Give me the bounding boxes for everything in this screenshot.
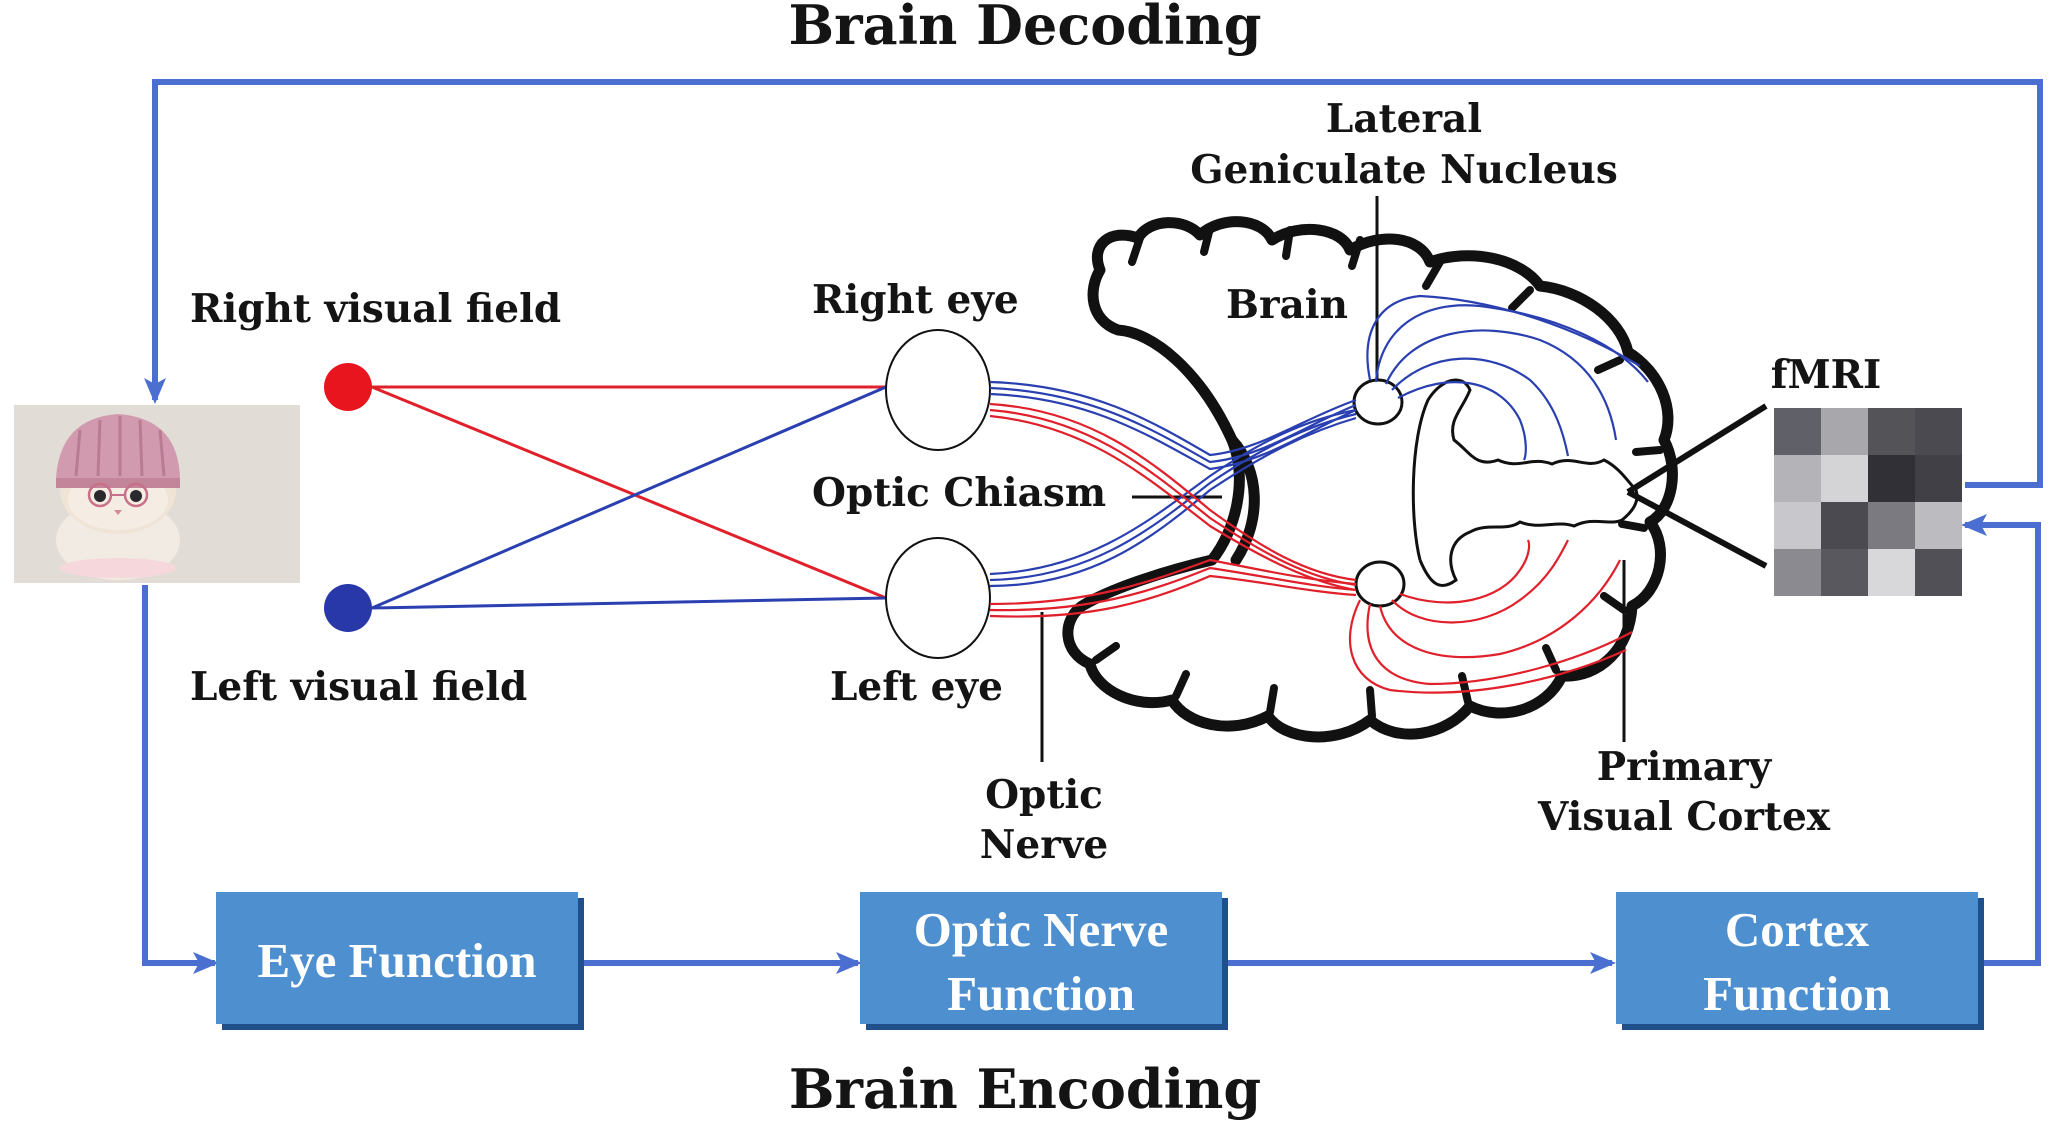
fmri-voxel	[1821, 502, 1868, 549]
lgn-label-line2: Geniculate Nucleus	[1190, 147, 1618, 193]
optic-nerve-function-label-line2: Function	[947, 966, 1135, 1021]
fmri-voxel	[1868, 549, 1915, 596]
brain-label: Brain	[1226, 282, 1348, 328]
optic-nerve-function-label-line1: Optic Nerve	[914, 902, 1168, 957]
fmri-pointer-lines	[1626, 403, 1768, 569]
optic-nerve-label-line2: Nerve	[980, 822, 1108, 868]
cortex-function-label-line2: Function	[1703, 966, 1891, 1021]
lgn-right-nucleus	[1352, 378, 1404, 426]
fmri-voxel	[1868, 455, 1915, 502]
brain-outline	[1062, 216, 1678, 743]
fmri-voxel	[1774, 408, 1821, 455]
fmri-voxel	[1774, 502, 1821, 549]
red-neural-pathways	[989, 402, 1633, 694]
eye-function-label: Eye Function	[257, 933, 536, 988]
fmri-voxel	[1868, 502, 1915, 549]
kitten-with-pink-knit-hat-image	[14, 405, 300, 583]
right-eye-shape	[885, 329, 991, 451]
brain-inner-structures	[1411, 378, 1639, 587]
optic-nerve-label-line1: Optic	[985, 772, 1103, 818]
lgn-label-line1: Lateral	[1326, 96, 1482, 142]
primary-visual-cortex-label-line2: Visual Cortex	[1537, 794, 1831, 840]
left-eye-label: Left eye	[830, 664, 1003, 710]
right-eye-label: Right eye	[812, 277, 1019, 323]
lgn-left-nucleus	[1354, 560, 1406, 608]
cortex-to-fmri-arrow	[1961, 514, 2041, 966]
fmri-voxel	[1821, 549, 1868, 596]
fmri-voxel	[1821, 455, 1868, 502]
cortex-function-label-line1: Cortex	[1725, 902, 1870, 957]
left-visual-field-label: Left visual field	[190, 664, 527, 710]
left-visual-field-dot	[324, 584, 372, 632]
stimulus-to-eye-function-arrow	[142, 585, 219, 974]
fmri-voxel	[1915, 455, 1962, 502]
fmri-voxel	[1774, 549, 1821, 596]
fmri-label: fMRI	[1771, 352, 1882, 398]
blue-neural-pathways	[989, 294, 1649, 588]
cortex-function-box: Cortex Function	[1616, 892, 1984, 1030]
optic-chiasm-label: Optic Chiasm	[812, 470, 1106, 516]
left-eye-shape	[885, 537, 991, 659]
fmri-voxel	[1821, 408, 1868, 455]
brain-decoding-title: Brain Decoding	[788, 0, 1261, 57]
fmri-voxel	[1915, 549, 1962, 596]
right-visual-field-label: Right visual field	[190, 286, 561, 332]
decoding-arrow	[144, 79, 2043, 488]
optic-nerve-function-box: Optic Nerve Function	[860, 892, 1228, 1030]
fmri-voxel	[1774, 455, 1821, 502]
eye-function-box: Eye Function	[216, 892, 584, 1030]
right-visual-field-dot	[324, 363, 372, 411]
fmri-voxel	[1915, 408, 1962, 455]
field-to-eye-rays	[371, 385, 887, 610]
primary-visual-cortex-label-line1: Primary	[1597, 744, 1773, 790]
fmri-voxel	[1915, 502, 1962, 549]
brain-encoding-title: Brain Encoding	[789, 1057, 1261, 1121]
fmri-voxel-grid	[1774, 408, 1962, 596]
fmri-voxel	[1868, 408, 1915, 455]
